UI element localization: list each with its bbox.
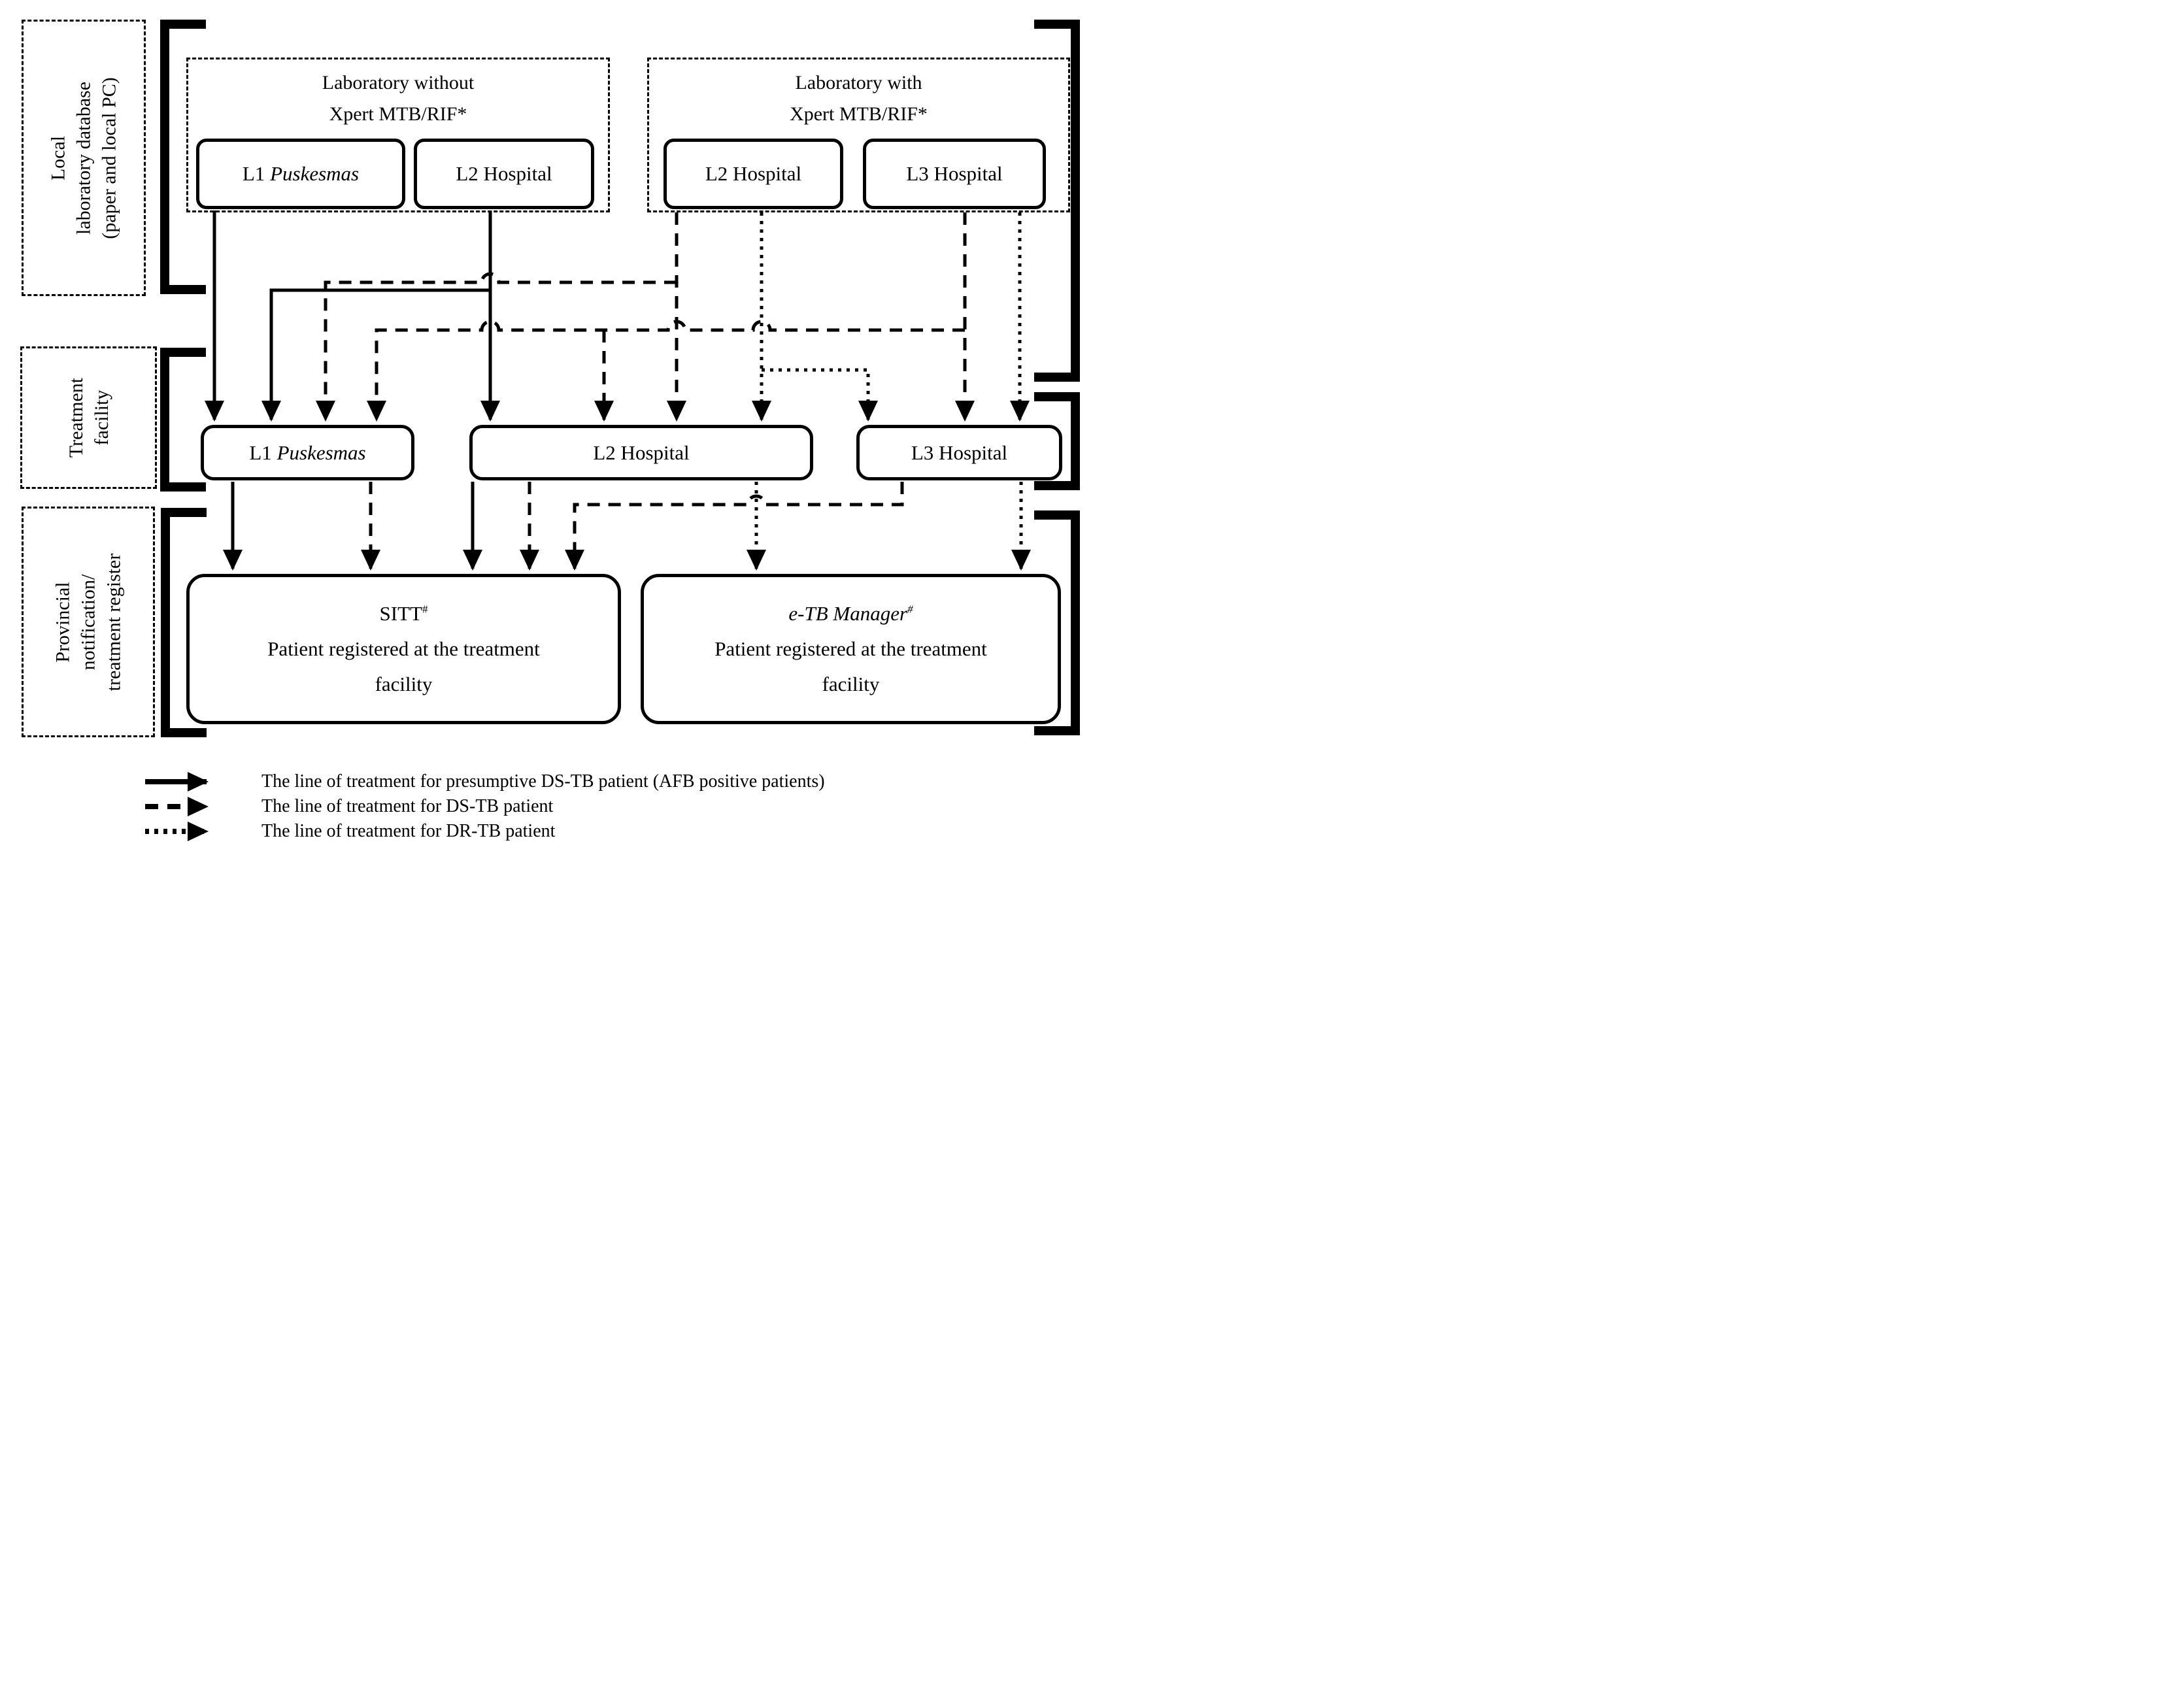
bracket-left-middle <box>160 348 206 492</box>
label-line: Provincial <box>52 581 74 663</box>
label-line: treatment register <box>103 553 125 691</box>
label-line: notification/ <box>77 574 99 670</box>
diagram-canvas: Local laboratory database (paper and loc… <box>0 0 1092 851</box>
flow-dashed-l3xlab-to-l1tf <box>367 320 965 422</box>
register-sitt-desc1: Patient registered at the treatment <box>267 637 540 660</box>
lab-node-l2-label: L2 Hospital <box>456 162 552 185</box>
bracket-left-top <box>160 20 206 294</box>
treatment-node-l3-label: L3 Hospital <box>911 441 1008 464</box>
lab-node-l3-hospital-xpert: L3 Hospital <box>863 139 1046 209</box>
group-title-line: Xpert MTB/RIF* <box>329 103 467 125</box>
label-line: Treatment <box>65 377 87 458</box>
legend-item-dotted: The line of treatment for DR-TB patient <box>143 820 555 843</box>
legend-dotted-label: The line of treatment for DR-TB patient <box>261 821 556 841</box>
lab-node-l2-hospital-xpert: L2 Hospital <box>664 139 843 209</box>
group-lab-without-xpert-title: Laboratory without Xpert MTB/RIF* <box>188 67 608 130</box>
label-line: facility <box>90 390 112 446</box>
treatment-node-l2-label: L2 Hospital <box>593 441 690 464</box>
group-title-line: Laboratory with <box>795 72 922 93</box>
legend-item-solid: The line of treatment for presumptive DS… <box>143 770 825 793</box>
lab-node-l2x-label: L2 Hospital <box>705 162 802 185</box>
legend-solid-arrow-icon <box>145 772 209 792</box>
lab-node-l1-label: L1 Puskesmas <box>242 162 360 185</box>
register-etb-desc2: facility <box>822 673 880 696</box>
section-label-provincial-register-text: Provincial notification/ treatment regis… <box>50 553 127 691</box>
group-title-line: Xpert MTB/RIF* <box>790 103 928 125</box>
flow-dotted-l2xlab-to-l3tf <box>762 368 878 422</box>
bracket-left-bottom <box>161 508 207 737</box>
lab-node-l1-puskesmas: L1 Puskesmas <box>196 139 405 209</box>
section-label-local-lab-db: Local laboratory database (paper and loc… <box>22 20 146 296</box>
legend-dotted-arrow-icon <box>145 822 209 841</box>
flow-dashed-l2xlab-to-l1tf <box>316 272 677 422</box>
section-label-local-lab-db-text: Local laboratory database (paper and loc… <box>46 77 122 239</box>
section-label-treatment-facility: Treatment facility <box>20 346 157 489</box>
label-line: Local <box>47 135 69 180</box>
flow-solid-l2lab-to-l1tf <box>261 288 490 422</box>
flow-dashed-l3tf-to-sitt <box>565 482 904 571</box>
label-line: laboratory database <box>73 81 95 235</box>
treatment-node-l1-puskesmas: L1 Puskesmas <box>201 425 414 480</box>
group-lab-without-xpert: Laboratory without Xpert MTB/RIF* <box>186 58 610 212</box>
lab-node-l2-hospital-no-xpert: L2 Hospital <box>414 139 594 209</box>
register-etb-title: e-TB Manager# <box>788 601 913 625</box>
legend-dashed-label: The line of treatment for DS-TB patient <box>261 796 554 816</box>
legend-dashed-arrow-icon <box>145 797 209 816</box>
register-node-sitt: SITT# Patient registered at the treatmen… <box>186 574 621 724</box>
legend-solid-label: The line of treatment for presumptive DS… <box>261 771 825 792</box>
register-sitt-desc2: facility <box>375 673 433 696</box>
register-node-etb-manager: e-TB Manager# Patient registered at the … <box>641 574 1061 724</box>
bracket-right-bottom <box>1034 510 1080 735</box>
legend-item-dashed: The line of treatment for DS-TB patient <box>143 795 553 818</box>
treatment-node-l1-label: L1 Puskesmas <box>249 441 366 464</box>
bracket-right-middle <box>1034 392 1080 490</box>
section-label-treatment-facility-text: Treatment facility <box>63 378 114 458</box>
treatment-node-l3-hospital: L3 Hospital <box>856 425 1062 480</box>
group-title-line: Laboratory without <box>322 72 475 93</box>
lab-node-l3x-label: L3 Hospital <box>906 162 1003 185</box>
group-lab-with-xpert-title: Laboratory with Xpert MTB/RIF* <box>649 67 1068 130</box>
group-lab-with-xpert: Laboratory with Xpert MTB/RIF* <box>647 58 1070 212</box>
register-etb-desc1: Patient registered at the treatment <box>714 637 987 660</box>
register-sitt-title: SITT# <box>379 601 428 625</box>
bracket-right-top <box>1034 20 1080 382</box>
section-label-provincial-register: Provincial notification/ treatment regis… <box>22 507 155 737</box>
label-line: (paper and local PC) <box>98 76 120 239</box>
treatment-node-l2-hospital: L2 Hospital <box>469 425 813 480</box>
